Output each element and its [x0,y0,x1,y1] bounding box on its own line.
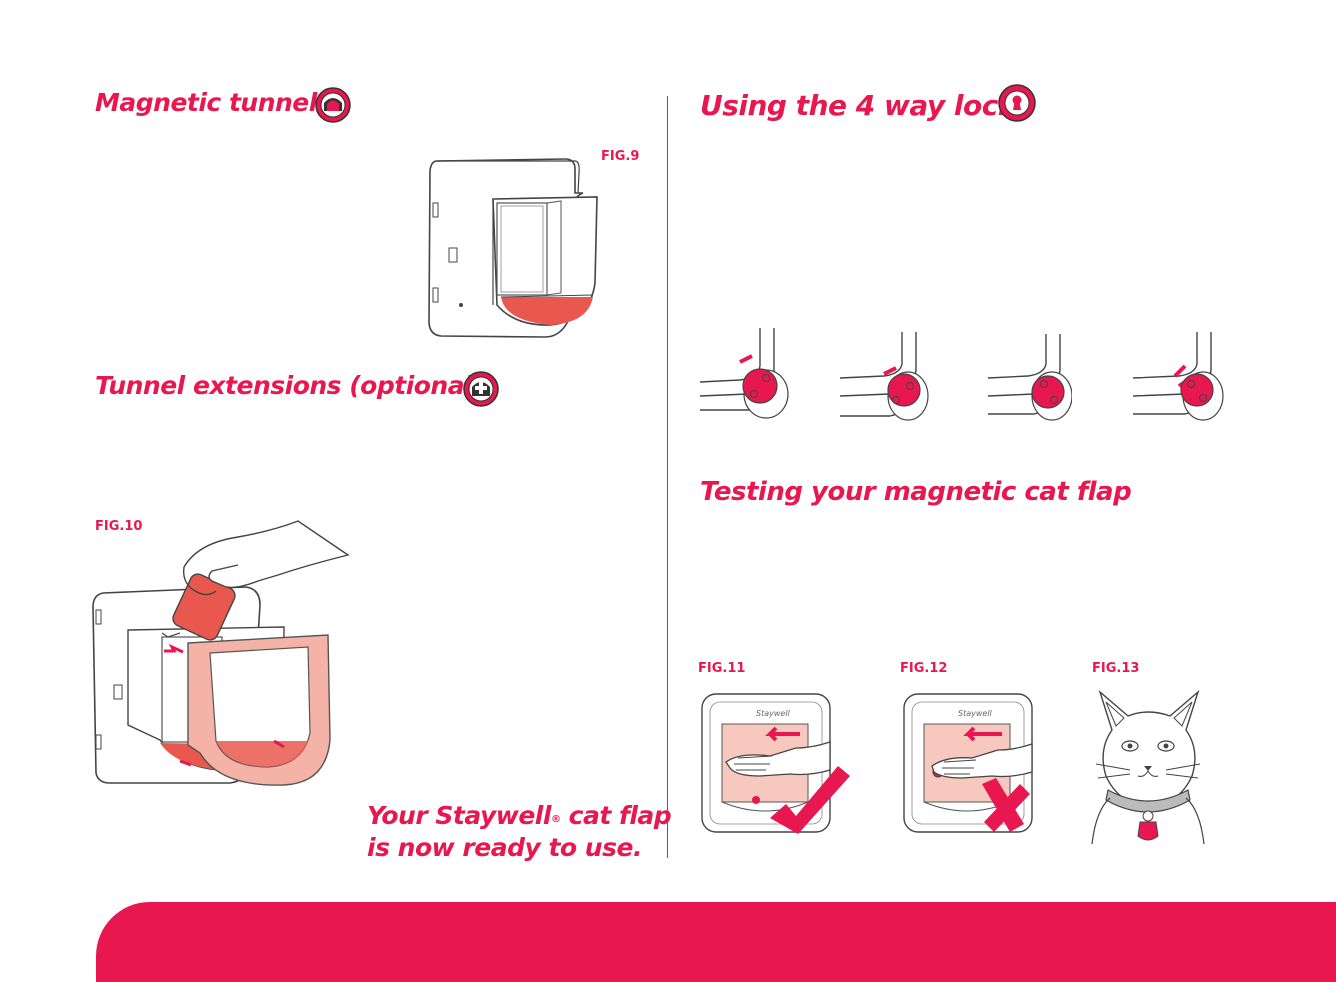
fig13-cat-with-collar-illustration [1091,690,1205,845]
fig12-brand-mark: Staywell [958,709,993,718]
tunnel-badge-icon [315,87,351,123]
lock-position-2-illustration [840,332,929,421]
fig9-label: FIG.9 [601,149,640,164]
fig10-extension-illustration [92,520,350,786]
ready-line1-post: cat flap [560,801,672,830]
ready-message: Your Staywell® cat flap is now ready to … [367,800,672,864]
check-mark-icon [770,766,850,834]
fig13-label: FIG.13 [1092,661,1140,676]
fig11-brand-mark: Staywell [756,709,791,718]
fig12-incorrect-test-illustration: Staywell [903,693,1033,833]
fig12-label: FIG.12 [900,661,948,676]
fig11-correct-test-illustration: Staywell [701,693,850,834]
cross-mark-icon [982,778,1030,832]
column-divider [667,96,668,858]
magnetic-tunnel-heading: Magnetic tunnel [95,88,317,117]
keyhole-badge-icon [998,84,1036,122]
footer-band [96,902,1336,982]
lock-position-3-illustration [988,334,1072,421]
plus-badge-icon [463,371,499,407]
lock-position-4-illustration [1133,332,1224,421]
lock-position-1-illustration [700,328,789,419]
testing-heading: Testing your magnetic cat flap [700,477,1132,507]
registered-mark: ® [550,814,561,825]
fig10-label: FIG.10 [95,519,143,534]
four-way-lock-heading: Using the 4 way lock [700,89,1016,122]
ready-line2: is now ready to use. [367,833,642,862]
ready-line1-pre: Your Staywell [367,801,551,830]
fig9-cat-flap-illustration [428,158,598,338]
tunnel-extensions-heading: Tunnel extensions (optional) [95,371,484,400]
fig11-label: FIG.11 [698,661,746,676]
